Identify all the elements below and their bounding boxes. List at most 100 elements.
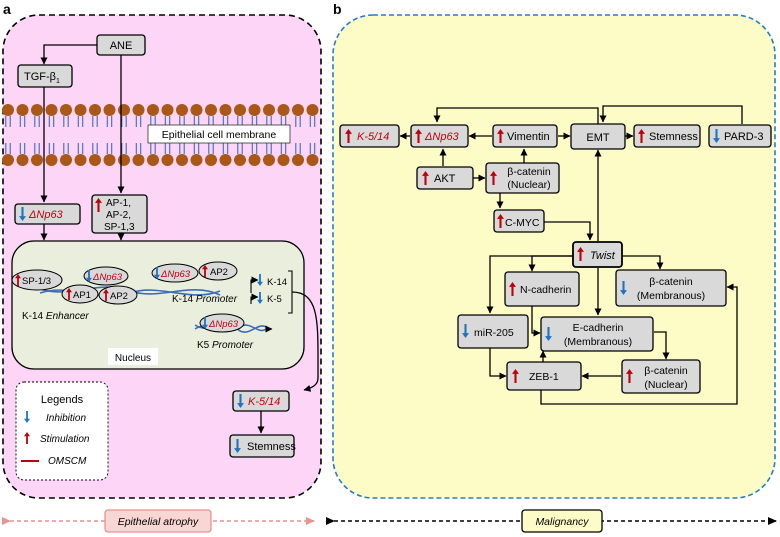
ap2-ellipse-2 — [198, 261, 238, 281]
k5-tss-arrow — [250, 293, 259, 304]
cmyc-node: C-MYC — [493, 209, 545, 233]
ap2-label-2: AP2 — [210, 267, 228, 278]
ecadherin-label-a: E-cadherin — [573, 322, 624, 334]
lipid-head — [161, 104, 174, 116]
cmyc-to-twist-arrow — [544, 221, 594, 241]
dnp63-ellipse-label-1: ΔNp63 — [92, 272, 123, 283]
zeb1-node: ZEB-1 — [506, 361, 582, 391]
bcat-membranous-label-a: β-catenin — [649, 276, 693, 288]
emt-to-dnp63-arrow — [433, 107, 599, 124]
legend-inhibition: Inhibition — [46, 413, 86, 424]
lipid-head — [74, 154, 87, 166]
lipid-head — [263, 154, 275, 166]
lipid-head — [45, 104, 58, 116]
lipid-head — [190, 154, 203, 166]
mir205-node: miR-205 — [457, 314, 529, 349]
lipid-head — [60, 104, 72, 116]
twist-node: Twist — [572, 241, 623, 268]
mir205-to-zeb1-arrow — [489, 348, 507, 380]
nucleus-label-box — [108, 348, 158, 365]
vimentin-label: Vimentin — [507, 131, 550, 143]
lipid-head — [205, 154, 217, 166]
pard3-to-emt-arrow — [599, 105, 743, 124]
bcat-nuclear-label-2b: (Nuclear) — [644, 379, 687, 391]
legend-stimulation: Stimulation — [40, 434, 90, 445]
bcat-nuclear-node-1: β-catenin (Nuclear) — [485, 162, 560, 194]
lipid-head — [292, 104, 304, 116]
zeb1-label: ZEB-1 — [529, 371, 559, 383]
lipid-head — [306, 104, 319, 116]
mir205-label: miR-205 — [474, 327, 514, 339]
ane-label: ANE — [110, 40, 133, 52]
k514-label-a: K-5/14 — [248, 396, 280, 408]
lipid-head — [219, 104, 232, 116]
tf-line-1: AP-1, — [106, 198, 131, 209]
lipid-head — [2, 104, 14, 116]
legend-title: Legends — [41, 394, 84, 406]
lipid-head — [16, 154, 29, 166]
tgf-node — [17, 64, 73, 88]
k14-label: K-14 — [267, 277, 287, 288]
stemness-node-a — [229, 434, 295, 458]
dnp63-node-a — [14, 203, 81, 225]
lipid-head — [31, 154, 43, 166]
lipid-head — [31, 104, 43, 116]
ane-to-tgf-arrow — [40, 44, 97, 65]
bcat-membranous-label-b: (Membranous) — [637, 290, 705, 302]
lipid-head — [118, 154, 130, 166]
lipid-head — [118, 104, 130, 116]
akt-label: AKT — [434, 173, 456, 185]
legend-box — [15, 381, 109, 481]
akt-node: AKT — [416, 166, 474, 190]
lipid-head — [248, 104, 261, 116]
ncad-to-ecad-arrow — [531, 306, 541, 337]
malignancy-box — [521, 509, 603, 533]
lipid-head — [60, 154, 72, 166]
twist-to-bcat-mem-arrow — [622, 255, 664, 270]
malignancy-label: Malignancy — [535, 516, 589, 528]
zeb1-to-bcat-mem-arrow — [540, 283, 738, 405]
lipid-head — [234, 154, 246, 166]
ap1-ellipse — [61, 284, 99, 304]
tf-line-2: AP-2, — [106, 210, 131, 221]
dnp63-ellipse-label-3: ΔNp63 — [208, 319, 239, 330]
bcat-nuclear-label-2a: β-catenin — [644, 365, 688, 377]
bcat-nuclear-label-1a: β-catenin — [507, 166, 551, 178]
k14-enhancer-label: K-14 Enhancer — [22, 311, 89, 322]
panel-a: a Epithelial cell membrane ANE TGF-β1 ΔN… — [2, 1, 322, 533]
lipid-head — [132, 154, 145, 166]
ecadherin-node: E-cadherin (Membranous) — [540, 316, 654, 352]
lipid-head — [306, 154, 319, 166]
k14-promoter-label: K-14 Promoter — [172, 294, 238, 305]
lipid-head — [16, 104, 29, 116]
k5-promoter-label: K5 Promoter — [197, 340, 254, 351]
legend-omscm: OMSCM — [48, 456, 87, 467]
lipid-head — [205, 104, 217, 116]
lipid-head — [234, 104, 246, 116]
lipid-head — [147, 154, 159, 166]
lipid-head — [292, 154, 304, 166]
lipid-head — [277, 154, 290, 166]
tf-node — [91, 194, 148, 234]
dnp63-ellipse-3 — [199, 313, 245, 333]
panel-b-letter: b — [333, 1, 342, 17]
lipid-head — [147, 104, 159, 116]
lipid-head — [74, 104, 87, 116]
lipid-head — [219, 154, 232, 166]
lipid-head — [263, 104, 275, 116]
lipid-head — [161, 154, 174, 166]
bcat-nuclear-label-1b: (Nuclear) — [507, 179, 550, 191]
bcat-membranous-node: β-catenin (Membranous) — [615, 269, 727, 307]
lipid-head — [103, 154, 116, 166]
vimentin-node: Vimentin — [492, 124, 558, 148]
bcat-nuclear-node-2: β-catenin (Nuclear) — [621, 359, 701, 394]
nucleus-to-k514-arrow — [291, 291, 319, 392]
ap2-label-1: AP2 — [110, 291, 128, 302]
ap2-ellipse-1 — [98, 285, 138, 305]
ncadherin-node: N-cadherin — [504, 271, 580, 307]
epithelial-atrophy-label: Epithelial atrophy — [118, 516, 199, 528]
epithelial-atrophy-box — [104, 509, 212, 533]
twist-label: Twist — [590, 250, 616, 262]
dnp63-label-b: ΔNp63 — [424, 131, 460, 143]
